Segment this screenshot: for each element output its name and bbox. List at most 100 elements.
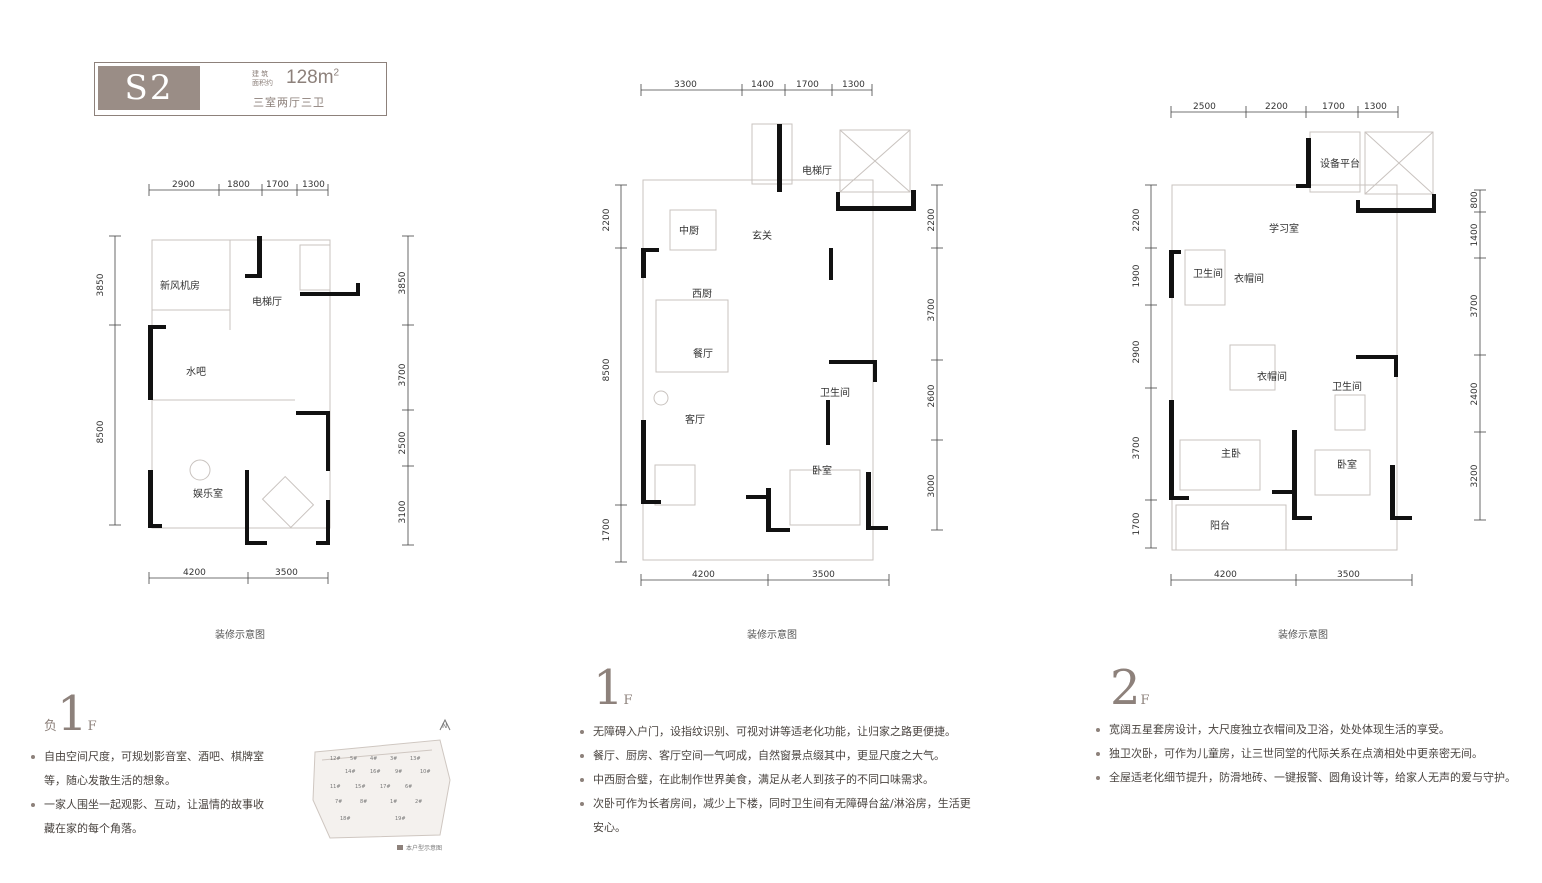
b1-right-dim-4: 3100: [398, 500, 408, 523]
f1-room-elevator-hall: 电梯厅: [802, 164, 832, 177]
list-item: 次卧可作为长者房间，减少上下楼，同时卫生间有无障碍台盆/淋浴房，生活更安心。: [577, 792, 977, 840]
site-label: 3#: [390, 756, 397, 762]
b1-top-dim-2: 1800: [227, 180, 250, 190]
caption-b1: 装修示意图: [215, 630, 265, 641]
f2-right-dim-4: 2400: [1470, 382, 1480, 405]
f2-room-closet-1: 衣帽间: [1234, 272, 1264, 285]
f2-top-dim-3: 1700: [1322, 102, 1345, 112]
plan-2f: 2500 2200 1700 1300 4200 3500 2200 1900 …: [1132, 102, 1486, 586]
b1-right-dim-3: 2500: [398, 431, 408, 454]
list-item: 全屋适老化细节提升，防滑地砖、一键报警、圆角设计等，给家人无声的爱与守护。: [1093, 766, 1533, 790]
layout-text: 三室两厅三卫: [253, 96, 325, 109]
north-arrow-icon: [439, 718, 451, 731]
site-map-legend: 本户型示意图: [406, 844, 442, 852]
f1-left-dim-1: 2200: [602, 208, 612, 231]
list-item: 宽阔五星套房设计，大尺度独立衣帽间及卫浴，处处体现生活的享受。: [1093, 718, 1533, 742]
site-label: 15#: [355, 784, 366, 790]
f2-room-master-bedroom: 主卧: [1221, 447, 1241, 460]
section-1f-heading: 1F: [593, 664, 633, 712]
b1-left-dim-2: 8500: [96, 420, 106, 443]
f1-room-foyer: 玄关: [752, 229, 772, 242]
site-label: 4#: [370, 756, 377, 762]
area-label: 建 筑 面积约: [252, 70, 282, 88]
b1-room-elevator-hall: 电梯厅: [252, 295, 282, 308]
f1-bottom-dim-2: 3500: [812, 570, 835, 580]
site-label: 7#: [335, 799, 342, 805]
site-label: 10#: [420, 769, 431, 775]
site-label: 1#: [390, 799, 397, 805]
list-item: 无障碍入户门，设指纹识别、可视对讲等适老化功能，让归家之路更便捷。: [577, 720, 977, 744]
site-label: 6#: [405, 784, 412, 790]
b1-left-dim-1: 3850: [96, 273, 106, 296]
f2-right-dim-3: 3700: [1470, 294, 1480, 317]
f1-right-dim-2: 3700: [927, 298, 937, 321]
b1-room-water-bar: 水吧: [186, 366, 206, 378]
site-label: 16#: [370, 769, 381, 775]
list-item: 中西厨合璧，在此制作世界美食，满足从老人到孩子的不同口味需求。: [577, 768, 977, 792]
area-unit-sup: 2: [333, 67, 340, 79]
site-label: 14#: [345, 769, 356, 775]
b1-top-dim-1: 2900: [172, 180, 195, 190]
f1-room-western-kitchen: 西厨: [692, 288, 712, 300]
section-1f-number: 1: [593, 660, 624, 716]
f2-room-bedroom: 卧室: [1337, 458, 1357, 471]
f1-room-bathroom: 卫生间: [820, 386, 850, 399]
site-label: 5#: [350, 756, 357, 762]
section-2f-number: 2: [1110, 660, 1141, 716]
legend-swatch: [397, 845, 403, 850]
section-b1-prefix: 负: [44, 719, 58, 734]
f1-right-dim-3: 2600: [927, 384, 937, 407]
f2-top-dim-2: 2200: [1265, 102, 1288, 112]
section-2f-suffix: F: [1140, 693, 1150, 708]
site-label: 12#: [330, 756, 341, 762]
f1-top-dim-4: 1300: [842, 80, 865, 90]
site-label: 2#: [415, 799, 422, 805]
f1-right-dim-1: 2200: [927, 208, 937, 231]
f1-left-dim-3: 1700: [602, 518, 612, 541]
section-2f-list: 宽阔五星套房设计，大尺度独立衣帽间及卫浴，处处体现生活的享受。 独卫次卧，可作为…: [1093, 718, 1533, 790]
plan-b1: 2900 1800 1700 1300 4200 3500 3850 8500 …: [96, 180, 414, 584]
section-2f-heading: 2F: [1110, 664, 1150, 712]
site-label: 19#: [395, 816, 406, 822]
f2-top-dim-4: 1300: [1364, 102, 1387, 112]
area-label-line2: 面积约: [252, 79, 273, 87]
site-label: 17#: [380, 784, 391, 790]
b1-bottom-dim-2: 3500: [275, 568, 298, 578]
caption-2f: 装修示意图: [1278, 630, 1328, 641]
section-1f-suffix: F: [623, 693, 633, 708]
f1-room-bedroom: 卧室: [812, 464, 832, 477]
north-label: N: [442, 722, 447, 730]
site-label: 13#: [410, 756, 421, 762]
f1-top-dim-3: 1700: [796, 80, 819, 90]
f2-bottom-dim-2: 3500: [1337, 570, 1360, 580]
area-label-line1: 建 筑: [252, 70, 269, 78]
site-label: 18#: [340, 816, 351, 822]
f1-top-dim-2: 1400: [751, 80, 774, 90]
f1-right-dim-4: 3000: [927, 474, 937, 497]
section-b1-heading: 负1F: [44, 690, 97, 738]
plan-1f: 3300 1400 1700 1300 4200 3500 2200 8500 …: [602, 80, 943, 586]
f2-right-dim-2: 1400: [1470, 223, 1480, 246]
f2-left-dim-4: 3700: [1132, 436, 1142, 459]
f1-left-dim-2: 8500: [602, 358, 612, 381]
model-badge-frame: [94, 62, 387, 116]
b1-bottom-dim-1: 4200: [183, 568, 206, 578]
section-b1-list: 自由空间尺度，可规划影音室、酒吧、棋牌室等，随心发散生活的想象。 一家人围坐一起…: [28, 745, 268, 841]
f1-room-dining: 餐厅: [693, 347, 713, 360]
list-item: 一家人围坐一起观影、互动，让温情的故事收藏在家的每个角落。: [28, 793, 268, 841]
f2-left-dim-5: 1700: [1132, 512, 1142, 535]
f2-room-bathroom-1: 卫生间: [1193, 267, 1223, 280]
f1-room-living: 客厅: [685, 413, 705, 426]
f2-left-dim-2: 1900: [1132, 264, 1142, 287]
b1-room-entertainment: 娱乐室: [193, 487, 223, 500]
list-item: 自由空间尺度，可规划影音室、酒吧、棋牌室等，随心发散生活的想象。: [28, 745, 268, 793]
b1-top-dim-3: 1700: [266, 180, 289, 190]
f2-left-dim-1: 2200: [1132, 208, 1142, 231]
area-number: 128m: [286, 67, 334, 88]
f2-right-dim-5: 3200: [1470, 464, 1480, 487]
section-b1-suffix: F: [87, 719, 97, 734]
site-map: N 12# 5# 4# 3# 13# 14# 16# 9# 10# 11# 15…: [312, 718, 451, 852]
model-name: S2: [98, 66, 200, 110]
f2-bottom-dim-1: 4200: [1214, 570, 1237, 580]
